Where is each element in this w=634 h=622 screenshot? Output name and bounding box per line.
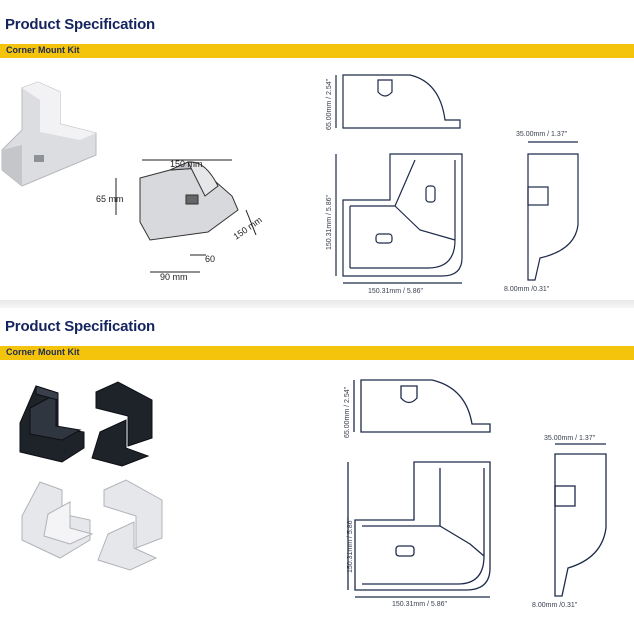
top-width-dim: 35.00mm / 1.37" [516, 131, 568, 138]
sketch-base-label: 90 mm [160, 272, 188, 282]
bottom-banner-label: Corner Mount Kit [6, 347, 80, 357]
bottom-drawing: 65.00mm / 2.54" 150.31mm / 5.86" 150.31m… [19, 379, 607, 609]
top-product-specification-title: Product Specification [5, 16, 155, 33]
top-side-view [335, 74, 461, 129]
bottom-banner: Corner Mount Kit [0, 346, 634, 360]
white-mounts-photo [21, 479, 163, 571]
bottom-width-dim: 35.00mm / 1.37" [544, 435, 596, 442]
top-banner-label: Corner Mount Kit [6, 45, 80, 55]
bottom-end-view [554, 443, 607, 597]
top-end-view [527, 141, 579, 281]
bottom-thickness-dim: 8.00mm /0.31" [532, 602, 578, 609]
black-mounts-photo [19, 381, 153, 467]
top-sketch [115, 159, 257, 273]
bottom-plan-view [347, 461, 491, 598]
top-side-length-dim: 150.31mm / 5.86" [326, 194, 333, 250]
top-banner: Corner Mount Kit [0, 44, 634, 58]
top-length-dim: 150.31mm / 5.86" [368, 288, 424, 295]
top-spec-panel: Product Specification Corner Mount Kit 1… [0, 0, 634, 300]
bottom-spec-panel: Product Specification Corner Mount Kit 6… [0, 308, 634, 622]
sketch-depth-label: 150 mm [231, 215, 263, 242]
top-plan-view [335, 153, 463, 284]
top-height-dim: 65.00mm / 2.54" [326, 78, 333, 130]
top-product-photo [1, 81, 97, 187]
panel-divider [0, 300, 634, 308]
bottom-side-view [353, 379, 491, 433]
bottom-product-specification-title: Product Specification [5, 318, 155, 335]
sketch-width-label: 150 mm [170, 159, 203, 169]
bottom-length-dim: 150.31mm / 5.86" [392, 601, 448, 608]
top-thickness-dim: 8.00mm /0.31" [504, 286, 550, 293]
top-drawing: 150 mm 65 mm 150 mm 60 90 mm 65.00mm / 2… [1, 74, 579, 295]
sketch-height-label: 65 mm [96, 194, 124, 204]
bottom-side-length-dim: 150.31mm / 5.86" [347, 517, 354, 573]
bottom-height-dim: 65.00mm / 2.54" [344, 386, 351, 438]
sketch-inner-label: 60 [205, 254, 215, 264]
